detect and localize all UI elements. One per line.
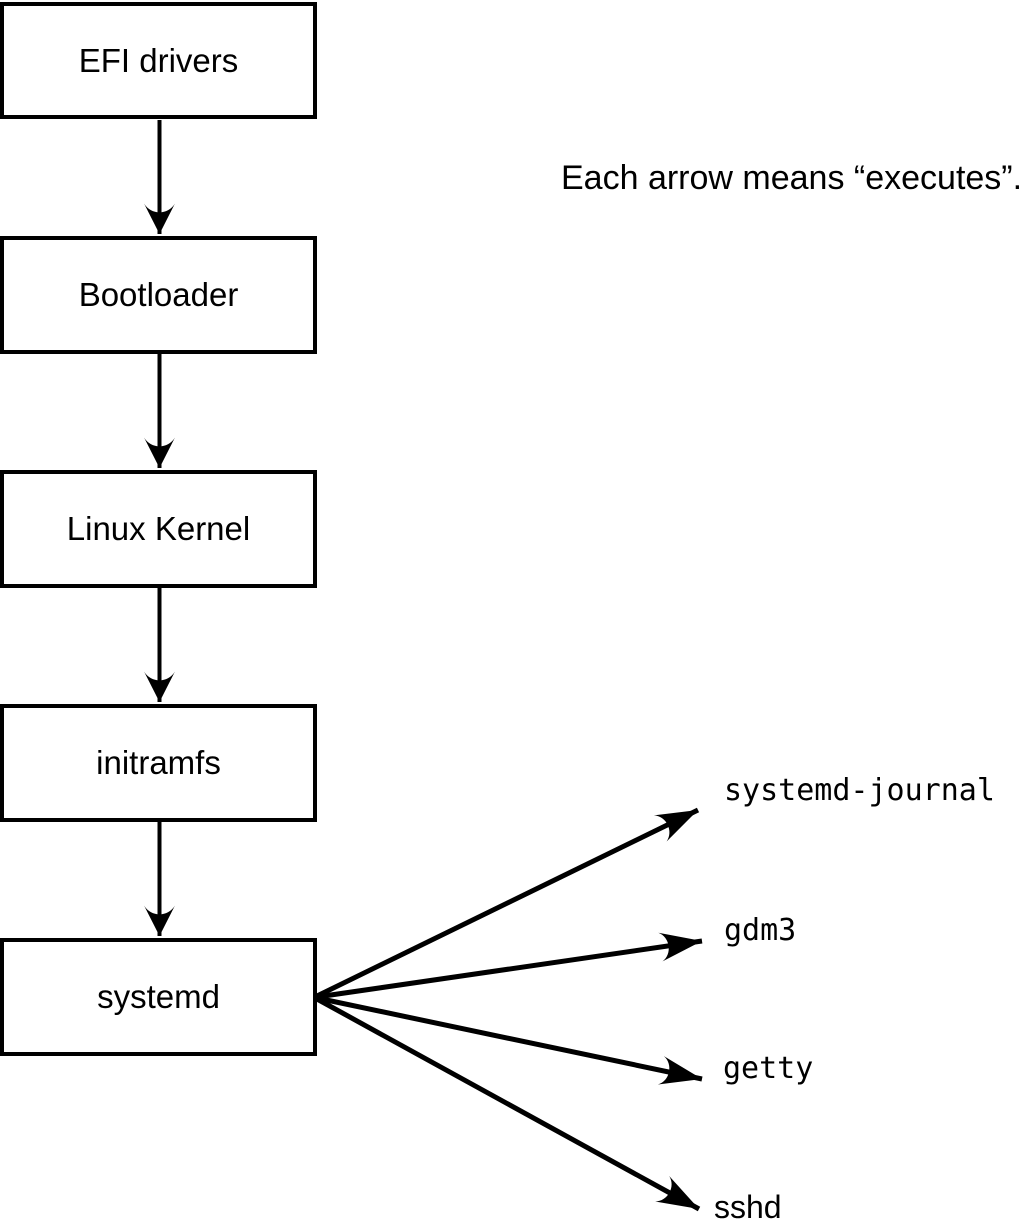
process-label-systemd-journal: systemd-journal [724,773,995,808]
edge-systemd-to-systemd-journal [315,807,700,999]
process-label-sshd: sshd [714,1189,782,1225]
node-initramfs: initramfs [0,704,317,822]
node-bootloader-label: Bootloader [78,276,239,314]
edge-systemd-to-sshd [315,996,701,1212]
node-efi-drivers-label: EFI drivers [78,41,239,79]
node-linux-kernel: Linux Kernel [0,470,317,588]
edge-systemd-to-gdm3 [316,932,703,1000]
node-efi-drivers: EFI drivers [0,2,317,119]
node-systemd: systemd [0,938,317,1056]
process-label-gdm3: gdm3 [724,913,797,948]
annotation-arrow-meaning: Each arrow means “executes”. [561,159,1023,197]
node-initramfs-label: initramfs [96,744,221,782]
process-label-getty: getty [723,1051,814,1086]
node-linux-kernel-label: Linux Kernel [66,510,251,548]
node-systemd-label: systemd [97,978,220,1016]
edge-systemd-to-getty [316,995,703,1085]
node-bootloader: Bootloader [0,236,317,354]
